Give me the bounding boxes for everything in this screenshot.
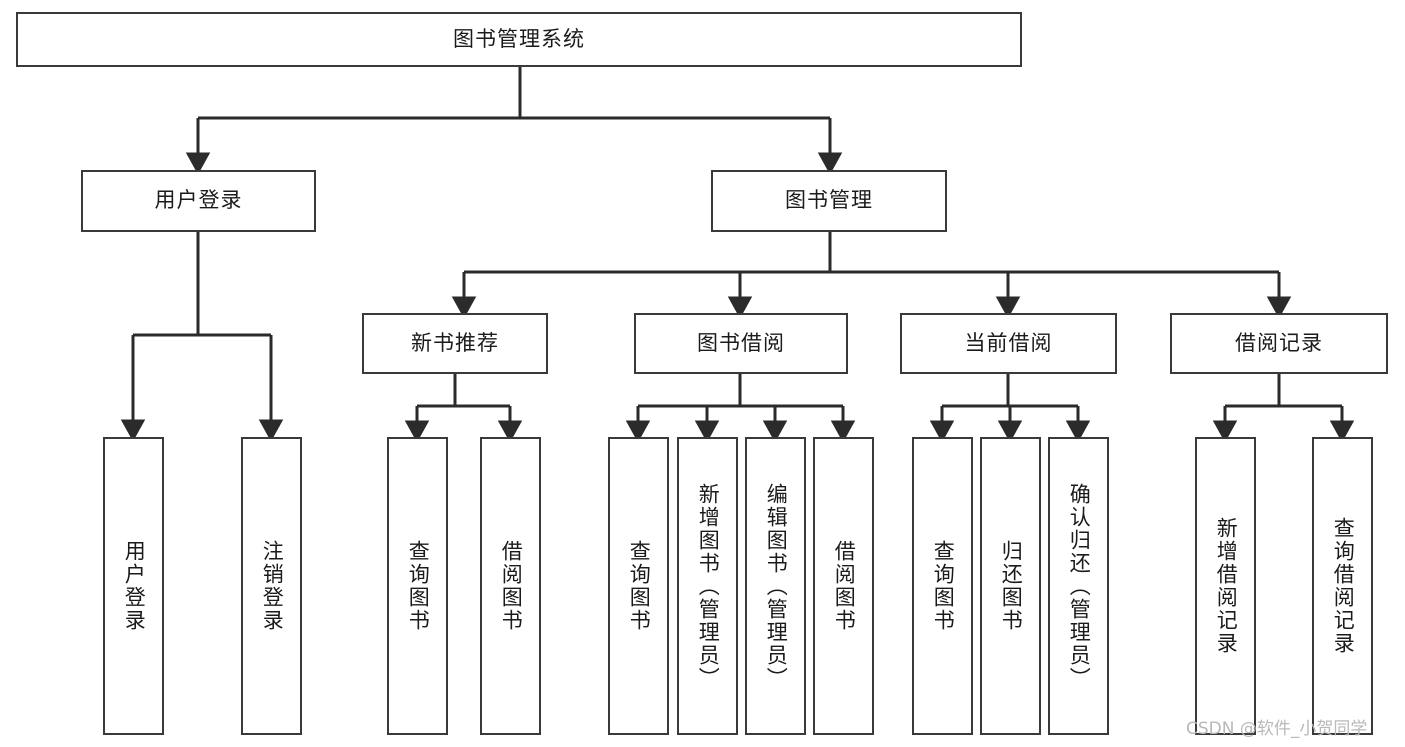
node-leaf-logout-login[interactable]: 注销登录 [241, 437, 302, 735]
node-user-login[interactable]: 用户登录 [81, 170, 316, 232]
node-borrow-record-label: 借阅记录 [1235, 330, 1323, 355]
node-leaf-edit-book[interactable]: 编辑图书（管理员） [745, 437, 806, 735]
node-leaf-user-login-label: 用户登录 [122, 540, 147, 632]
node-leaf-add-record-label: 新增借阅记录 [1214, 517, 1239, 655]
node-leaf-query-book-1-label: 查询图书 [406, 540, 431, 632]
node-leaf-return-book-label: 归还图书 [999, 540, 1024, 632]
node-leaf-query-book-3-label: 查询图书 [931, 540, 956, 632]
node-leaf-query-book-2[interactable]: 查询图书 [608, 437, 669, 735]
node-leaf-user-login[interactable]: 用户登录 [103, 437, 164, 735]
node-leaf-add-book-label: 新增图书（管理员） [696, 482, 721, 690]
node-current-borrow[interactable]: 当前借阅 [900, 313, 1117, 374]
node-leaf-logout-login-label: 注销登录 [260, 540, 285, 632]
node-leaf-borrow-book-2-label: 借阅图书 [832, 540, 857, 632]
node-leaf-query-record[interactable]: 查询借阅记录 [1312, 437, 1373, 735]
node-book-manage[interactable]: 图书管理 [711, 170, 947, 232]
node-leaf-edit-book-label: 编辑图书（管理员） [764, 482, 789, 690]
node-leaf-return-book[interactable]: 归还图书 [980, 437, 1041, 735]
node-user-login-label: 用户登录 [154, 188, 243, 213]
node-leaf-borrow-book-1[interactable]: 借阅图书 [480, 437, 541, 735]
node-new-book-recommend-label: 新书推荐 [411, 330, 499, 355]
node-leaf-confirm-return-label: 确认归还（管理员） [1067, 482, 1092, 690]
node-leaf-add-record[interactable]: 新增借阅记录 [1195, 437, 1256, 735]
node-book-borrow-label: 图书借阅 [697, 330, 785, 355]
node-borrow-record[interactable]: 借阅记录 [1170, 313, 1388, 374]
node-leaf-query-record-label: 查询借阅记录 [1331, 517, 1356, 655]
node-leaf-borrow-book-2[interactable]: 借阅图书 [813, 437, 874, 735]
node-root-label: 图书管理系统 [453, 26, 585, 51]
node-root[interactable]: 图书管理系统 [16, 12, 1022, 67]
node-leaf-query-book-1[interactable]: 查询图书 [387, 437, 448, 735]
node-book-manage-label: 图书管理 [785, 188, 873, 213]
node-leaf-add-book[interactable]: 新增图书（管理员） [677, 437, 738, 735]
node-leaf-borrow-book-1-label: 借阅图书 [499, 540, 524, 632]
node-leaf-confirm-return[interactable]: 确认归还（管理员） [1048, 437, 1109, 735]
node-leaf-query-book-3[interactable]: 查询图书 [912, 437, 973, 735]
node-book-borrow[interactable]: 图书借阅 [634, 313, 848, 374]
node-new-book-recommend[interactable]: 新书推荐 [362, 313, 548, 374]
node-leaf-query-book-2-label: 查询图书 [627, 540, 652, 632]
node-current-borrow-label: 当前借阅 [964, 330, 1053, 355]
